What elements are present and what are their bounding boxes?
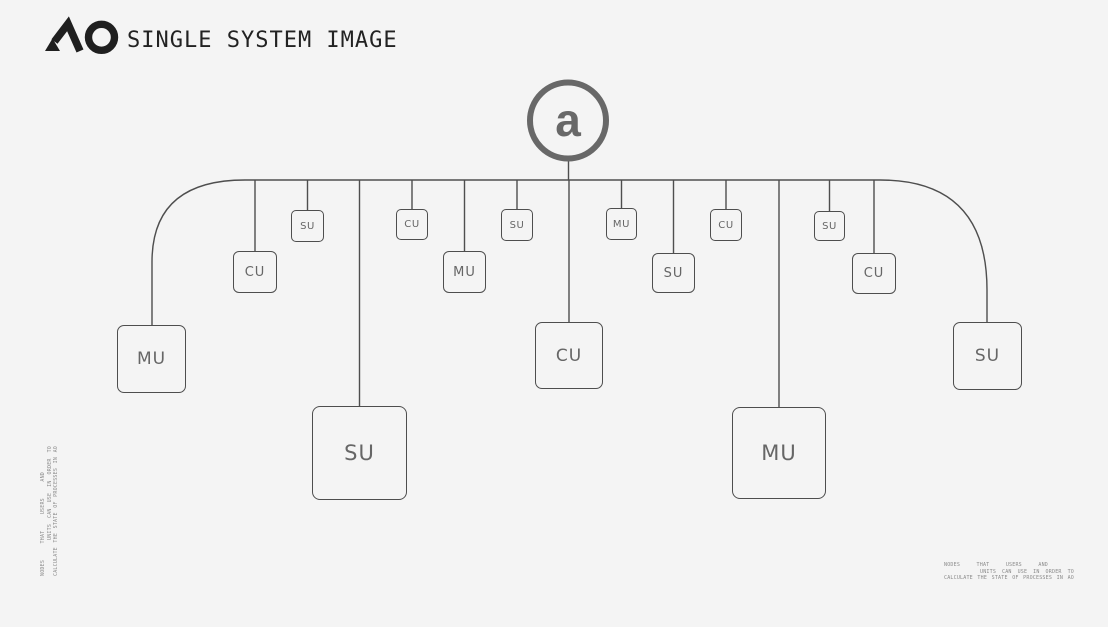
logo-o-ring (84, 20, 119, 54)
root-circle (527, 79, 609, 162)
node-mu-large-left: MU (117, 325, 186, 393)
node-mu-medium: MU (443, 251, 486, 293)
logo-lambda (51, 16, 84, 53)
ao-logo-icon (45, 16, 119, 54)
page-title: SINGLE SYSTEM IMAGE (127, 28, 398, 53)
caption-line: NODES THAT USERS AND (40, 472, 46, 576)
caption-bottom-right: NODES THAT USERS AND UNITS CAN USE IN OR… (944, 562, 1074, 582)
node-su-large-right: SU (953, 322, 1022, 390)
node-cu-medium-2: CU (852, 253, 896, 294)
node-cu-small-2: CU (710, 209, 742, 241)
node-su-xlarge: SU (312, 406, 407, 500)
node-su-medium: SU (652, 253, 695, 293)
caption-line: NODES THAT USERS AND (944, 562, 1048, 568)
caption-line: CALCULATE THE STATE OF PROCESSES IN AO (53, 446, 60, 576)
node-cu-small: CU (396, 209, 428, 240)
node-cu-medium: CU (233, 251, 277, 293)
caption-line: UNITS CAN USE IN ORDER TO (980, 568, 1074, 575)
drop-lines (254, 180, 875, 407)
node-su-small-2: SU (501, 209, 533, 241)
logo-triangle (45, 38, 60, 51)
root-node-a: a (555, 94, 581, 146)
bus-line (151, 179, 988, 325)
node-cu-large-center: CU (535, 322, 603, 389)
caption-left-rotated: NODES THAT USERS AND UNITS CAN USE IN OR… (40, 446, 60, 576)
node-su-small: SU (291, 210, 324, 242)
node-su-small-3: SU (814, 211, 845, 241)
node-mu-xlarge: MU (732, 407, 826, 499)
caption-line: UNITS CAN USE IN ORDER TO (46, 446, 53, 540)
caption-line: CALCULATE THE STATE OF PROCESSES IN AO (944, 575, 1074, 582)
node-mu-small: MU (606, 208, 637, 240)
